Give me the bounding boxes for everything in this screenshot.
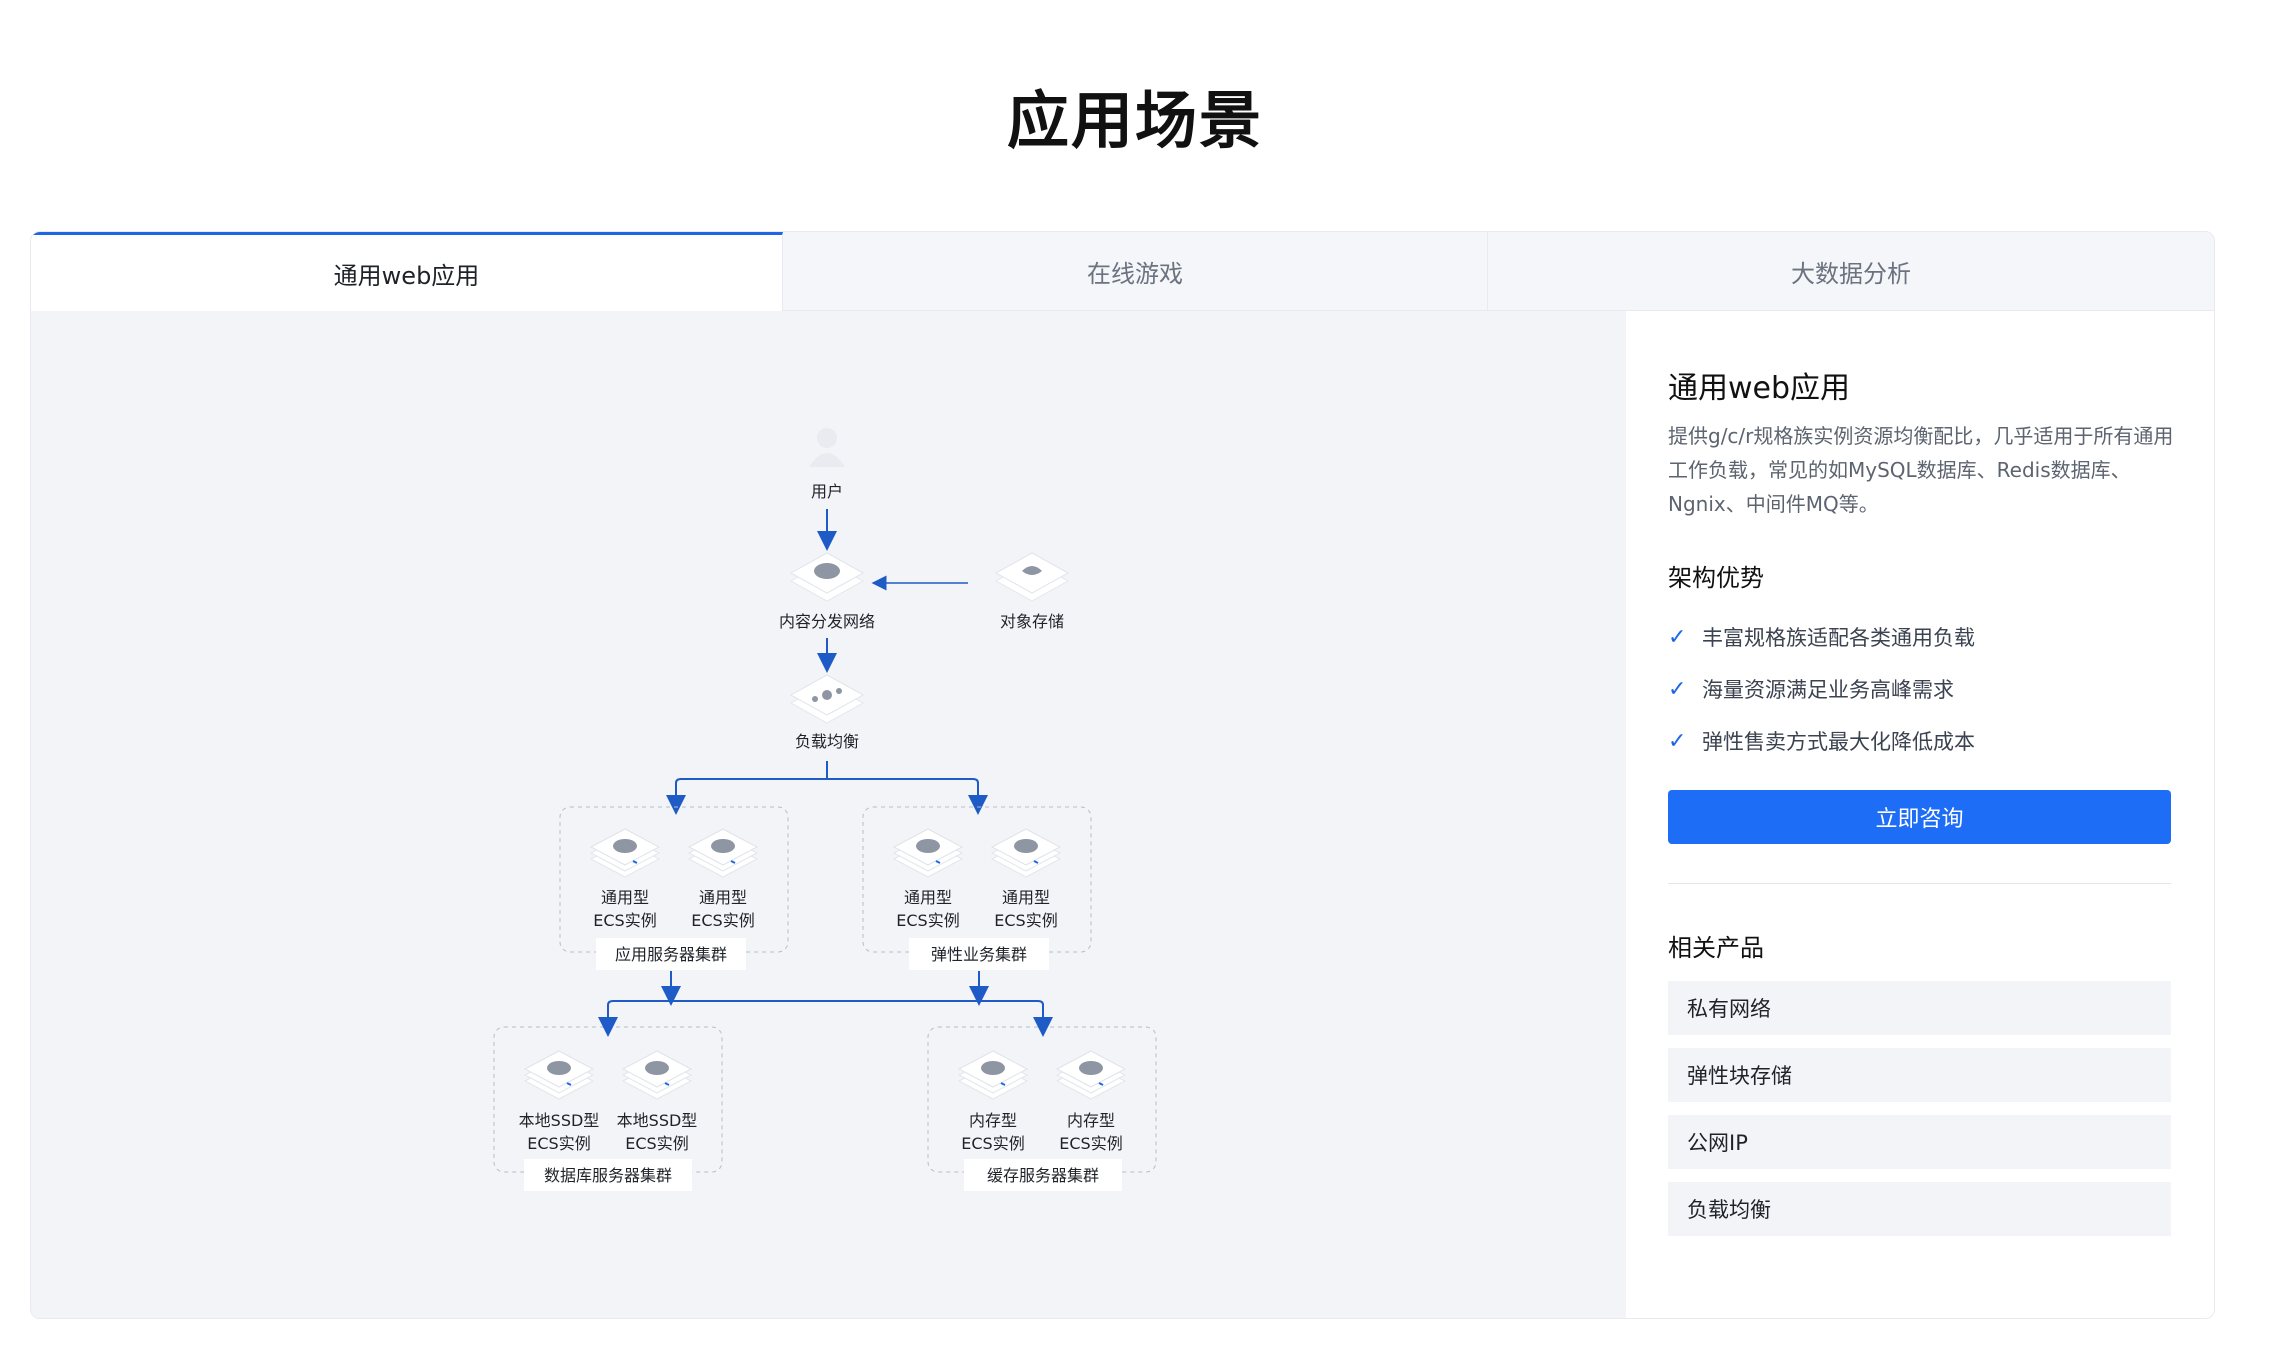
ecs-node-icon [1056,1050,1126,1100]
ecs-node-icon [991,828,1061,878]
node-label: ECS实例 [625,1134,688,1153]
advantage-text: 丰富规格族适配各类通用负载 [1702,626,1975,650]
advantages-list: ✓ 丰富规格族适配各类通用负载 ✓ 海量资源满足业务高峰需求 ✓ 弹性售卖方式最… [1668,611,2178,767]
node-label: ECS实例 [994,911,1057,930]
advantage-item: ✓ 丰富规格族适配各类通用负载 [1668,611,2178,663]
group-label: 缓存服务器集群 [987,1166,1099,1185]
advantage-item: ✓ 弹性售卖方式最大化降低成本 [1668,715,2178,767]
ecs-node-icon [688,828,758,878]
user-label: 用户 [811,482,843,501]
tab-big-data[interactable]: 大数据分析 [1791,260,1911,288]
node-label: 通用型 [699,888,747,907]
cdn-label: 内容分发网络 [779,612,875,631]
user-icon [809,428,845,467]
cdn-icon [789,552,865,602]
related-product-block-storage[interactable]: 弹性块存储 [1668,1048,2171,1102]
oss-label: 对象存储 [1000,612,1064,631]
node-label: ECS实例 [1059,1134,1122,1153]
architecture-svg: 用户 内容分发网络 对象存储 [493,428,1157,1191]
oss-icon [994,552,1070,602]
advantage-item: ✓ 海量资源满足业务高峰需求 [1668,663,2178,715]
node-label: 内存型 [969,1111,1017,1130]
ecs-node-icon [893,828,963,878]
check-icon: ✓ [1668,728,1687,754]
node-label: ECS实例 [896,911,959,930]
node-label: ECS实例 [961,1134,1024,1153]
related-products-list: 私有网络 弹性块存储 公网IP 负载均衡 [1668,981,2171,1249]
group-label: 弹性业务集群 [931,945,1027,964]
ecs-node-icon [622,1050,692,1100]
node-label: ECS实例 [691,911,754,930]
check-icon: ✓ [1668,624,1687,650]
related-product-load-balancer[interactable]: 负载均衡 [1668,1182,2171,1236]
node-label: 本地SSD型 [519,1111,600,1130]
related-product-public-ip[interactable]: 公网IP [1668,1115,2171,1169]
ecs-node-icon [958,1050,1028,1100]
scenario-tabs: 通用web应用 在线游戏 大数据分析 [31,232,2214,311]
related-products-title: 相关产品 [1668,934,1764,962]
check-icon: ✓ [1668,676,1687,702]
scenario-panel: 通用web应用 在线游戏 大数据分析 [30,231,2215,1319]
ecs-node-icon [590,828,660,878]
node-label: 内存型 [1067,1111,1115,1130]
advantage-text: 弹性售卖方式最大化降低成本 [1702,730,1975,754]
load-balancer-label: 负载均衡 [795,732,859,751]
related-product-vpc[interactable]: 私有网络 [1668,981,2171,1035]
detail-title: 通用web应用 [1668,371,1851,406]
node-label: ECS实例 [527,1134,590,1153]
node-label: 通用型 [601,888,649,907]
node-label: 本地SSD型 [617,1111,698,1130]
group-label: 数据库服务器集群 [544,1166,672,1185]
architecture-diagram: 用户 内容分发网络 对象存储 [31,311,1626,1318]
load-balancer-icon [789,674,865,724]
ecs-node-icon [524,1050,594,1100]
tab-web-app[interactable]: 通用web应用 [31,232,783,311]
advantages-title: 架构优势 [1668,564,1764,592]
tab-online-game[interactable]: 在线游戏 [783,232,1488,311]
node-label: 通用型 [1002,888,1050,907]
scenario-detail: 通用web应用 提供g/c/r规格族实例资源均衡配比，几乎适用于所有通用工作负载… [1626,311,2214,1318]
divider [1668,883,2171,884]
consult-button[interactable]: 立即咨询 [1668,790,2171,844]
node-label: ECS实例 [593,911,656,930]
node-label: 通用型 [904,888,952,907]
detail-description: 提供g/c/r规格族实例资源均衡配比，几乎适用于所有通用工作负载，常见的如MyS… [1668,424,2174,516]
page-title: 应用场景 [1006,84,1263,157]
group-label: 应用服务器集群 [615,945,727,964]
advantage-text: 海量资源满足业务高峰需求 [1702,678,1954,702]
